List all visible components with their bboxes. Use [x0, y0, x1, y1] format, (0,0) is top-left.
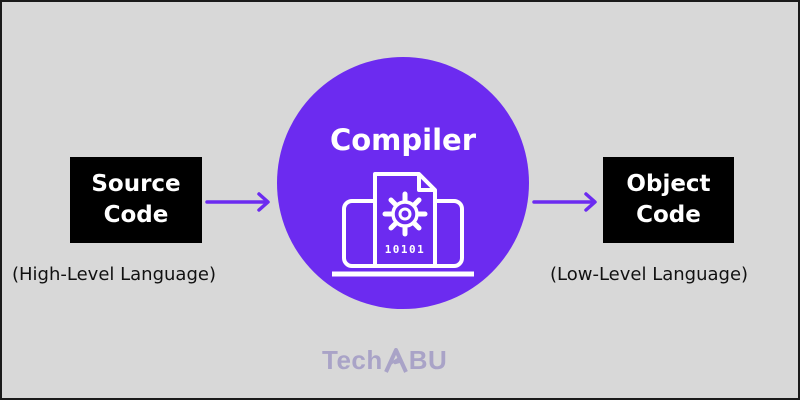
arrow-right-icon — [205, 192, 270, 212]
source-code-line1: Source — [91, 171, 181, 197]
object-code-line1: Object — [626, 171, 711, 197]
compiler-laptop-icon: 10101 — [332, 172, 474, 277]
arrow-right-icon — [532, 192, 597, 212]
compiler-binary-text: 10101 — [385, 243, 426, 256]
watermark-text-part1: Tech — [322, 345, 383, 375]
compiler-node: Compiler — [277, 57, 529, 309]
gear-icon — [382, 191, 428, 237]
object-code-caption: (Low-Level Language) — [550, 264, 749, 285]
object-code-line2: Code — [636, 202, 701, 228]
source-code-box: Source Code — [70, 157, 202, 243]
object-code-box: Object Code — [603, 157, 734, 243]
logo-a-bolt-icon — [383, 347, 408, 373]
compiler-title: Compiler — [329, 123, 477, 157]
watermark-text-part2: BU — [408, 345, 448, 375]
source-code-caption: (High-Level Language) — [12, 264, 216, 285]
source-code-line2: Code — [103, 202, 169, 228]
watermark-logo: Tech BU — [322, 345, 447, 376]
